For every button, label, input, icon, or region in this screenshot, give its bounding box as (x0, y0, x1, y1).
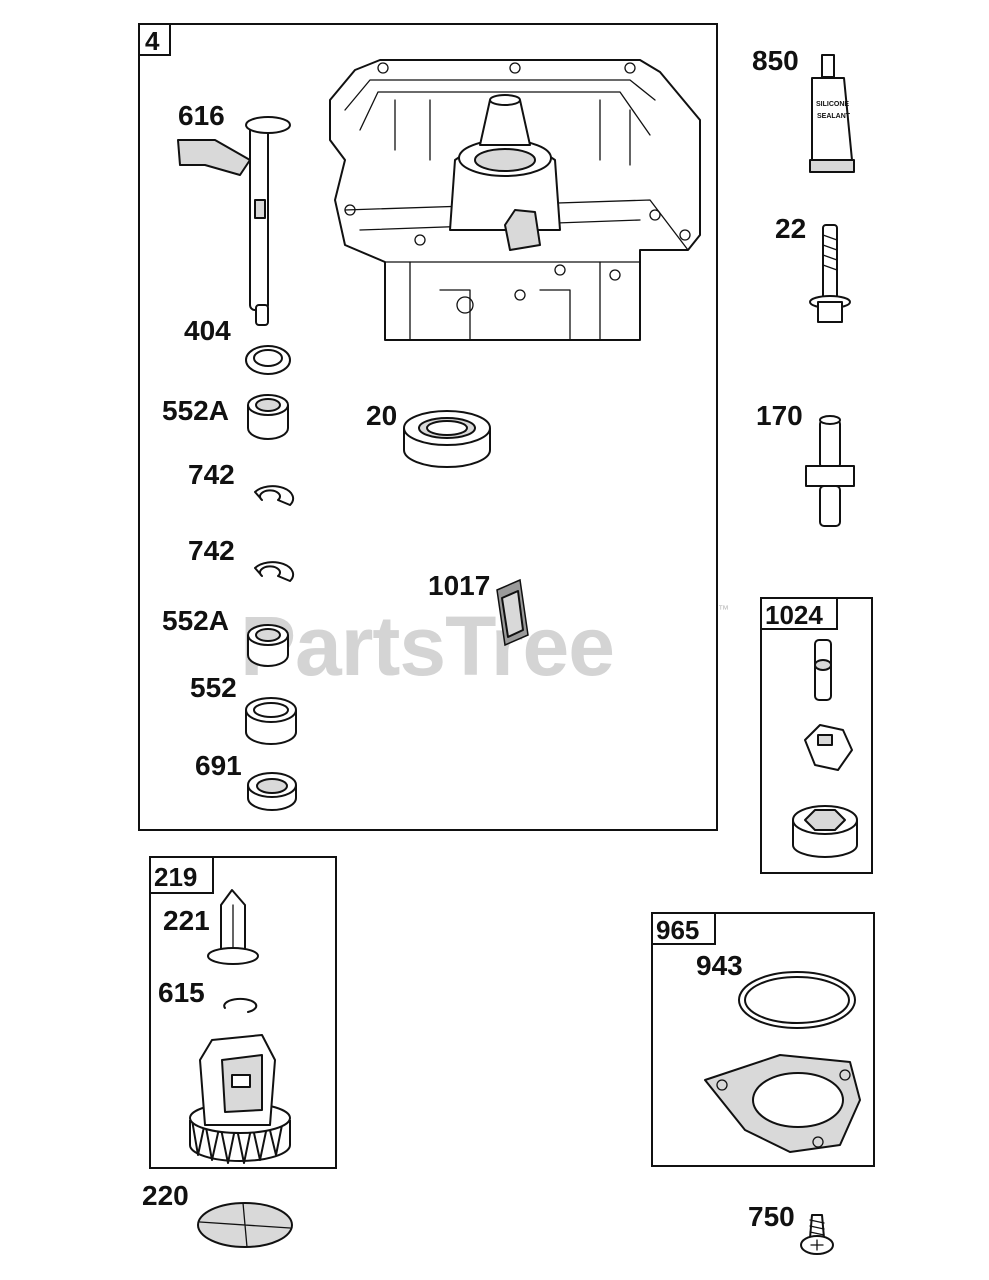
label-742-top[interactable]: 742 (188, 459, 235, 490)
o-ring-943-drawing (738, 971, 856, 1029)
label-1017[interactable]: 1017 (428, 570, 490, 601)
label-170[interactable]: 170 (756, 400, 803, 431)
group-219-ref-tab (149, 856, 214, 894)
sealant-tube-text-2: SEALANT (817, 113, 851, 120)
bushing-552a-bottom-drawing (247, 624, 289, 667)
pump-cover-drawing (704, 1054, 861, 1153)
group-219-ref-label[interactable]: 219 (154, 862, 197, 892)
label-691[interactable]: 691 (195, 750, 242, 781)
group-4-ref-label[interactable]: 4 (145, 26, 160, 56)
bushing-552-drawing (245, 697, 297, 745)
group-1024-ref-label[interactable]: 1024 (765, 600, 823, 630)
e-clip-742-top-drawing (254, 485, 295, 506)
group-965-ref-tab (651, 912, 716, 945)
label-220[interactable]: 220 (142, 1180, 189, 1211)
label-616[interactable]: 616 (178, 100, 225, 131)
reed-valve-1017-drawing (496, 578, 529, 647)
sump-housing-drawing (329, 59, 701, 341)
group-219-box (149, 856, 337, 1169)
group-965-box (651, 912, 875, 1167)
group-4-ref-tab (138, 23, 171, 56)
bushing-552a-top-drawing (247, 394, 289, 440)
label-20[interactable]: 20 (366, 400, 397, 431)
label-552a-top[interactable]: 552A (162, 395, 229, 426)
label-850[interactable]: 850 (752, 45, 799, 76)
label-221[interactable]: 221 (163, 905, 210, 936)
disk-220-drawing (197, 1202, 293, 1248)
watermark-trademark: ™ (718, 604, 729, 616)
sealant-tube-text-1: SILICONE (816, 101, 849, 108)
label-943[interactable]: 943 (696, 950, 743, 981)
stud-170-drawing (805, 415, 855, 527)
screw-750-drawing (800, 1214, 834, 1255)
watermark-text: PartsTree (240, 599, 614, 693)
label-404[interactable]: 404 (184, 315, 231, 346)
label-742-bottom[interactable]: 742 (188, 535, 235, 566)
bearing-20-drawing (403, 410, 491, 468)
e-clip-742-bottom-drawing (254, 561, 295, 582)
governor-gear-drawing (189, 1034, 291, 1164)
label-22[interactable]: 22 (775, 213, 806, 244)
bolt-22-drawing (809, 224, 851, 323)
washer-404-drawing (245, 345, 291, 375)
group-965-ref-label[interactable]: 965 (656, 915, 699, 945)
label-552a-bottom[interactable]: 552A (162, 605, 229, 636)
group-1024-ref-tab (760, 597, 838, 630)
seal-691-drawing (247, 772, 297, 811)
governor-shaft-drawing (177, 116, 291, 326)
oil-pump-kit-drawing (792, 639, 858, 858)
group-4-box (138, 23, 718, 831)
governor-pin-221-drawing (207, 889, 259, 965)
label-750[interactable]: 750 (748, 1201, 795, 1232)
retaining-ring-615-drawing (223, 997, 258, 1013)
label-615[interactable]: 615 (158, 977, 205, 1008)
sealant-tube-drawing: SILICONE SEALANT (809, 54, 855, 173)
label-552[interactable]: 552 (190, 672, 237, 703)
